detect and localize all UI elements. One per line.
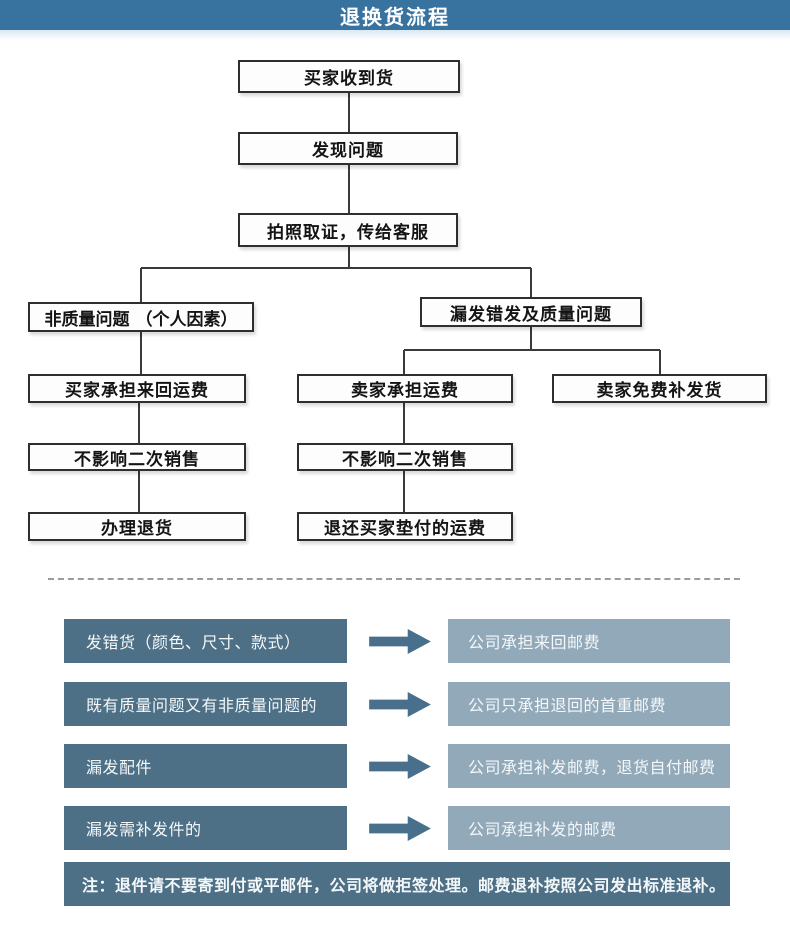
- header-fade: [0, 30, 790, 40]
- page-title: 退换货流程: [340, 4, 450, 29]
- condition-box: 漏发配件: [64, 744, 347, 788]
- condition-box: 漏发需补发件的: [64, 806, 347, 850]
- result-box: 公司承担补发邮费，退货自付邮费: [448, 744, 730, 788]
- flow-node-refund-advanced-shipping: 退还买家垫付的运费: [297, 512, 513, 541]
- arrow-right-icon: [369, 753, 431, 780]
- result-box: 公司承担来回邮费: [448, 619, 730, 663]
- flow-node-seller-free-reship: 卖家免费补发货: [552, 374, 767, 403]
- flow-node-buyer-pays-shipping: 买家承担来回运费: [28, 374, 246, 403]
- flow-node-non-quality-issue: 非质量问题 （个人因素）: [28, 302, 254, 332]
- condition-box: 既有质量问题又有非质量问题的: [64, 682, 347, 726]
- arrow-right-icon: [369, 815, 431, 842]
- flow-node-process-return: 办理退货: [28, 512, 246, 541]
- result-box: 公司承担补发的邮费: [448, 806, 730, 850]
- policy-row: 漏发需补发件的 公司承担补发的邮费: [0, 806, 790, 850]
- flow-node-missing-wrong-quality: 漏发错发及质量问题: [420, 297, 642, 327]
- condition-box: 发错货（颜色、尺寸、款式）: [64, 619, 347, 663]
- flow-node-no-resale-impact-mid: 不影响二次销售: [297, 443, 513, 471]
- policy-row: 发错货（颜色、尺寸、款式） 公司承担来回邮费: [0, 619, 790, 663]
- flow-node-buyer-receives: 买家收到货: [238, 60, 460, 93]
- arrow-right-icon: [369, 628, 431, 655]
- flow-node-photo-evidence: 拍照取证，传给客服: [238, 213, 458, 247]
- title-bar: 退换货流程: [0, 0, 790, 30]
- flow-node-find-problem: 发现问题: [238, 132, 458, 165]
- flow-node-no-resale-impact-left: 不影响二次销售: [28, 443, 246, 471]
- policy-row: 漏发配件 公司承担补发邮费，退货自付邮费: [0, 744, 790, 788]
- policy-row: 既有质量问题又有非质量问题的 公司只承担退回的首重邮费: [0, 682, 790, 726]
- arrow-right-icon: [369, 691, 431, 718]
- note-bar: 注：退件请不要寄到付或平邮件，公司将做拒签处理。邮费退补按照公司发出标准退补。: [64, 862, 730, 906]
- dashed-divider: [48, 578, 740, 580]
- result-box: 公司只承担退回的首重邮费: [448, 682, 730, 726]
- flow-node-seller-pays-shipping: 卖家承担运费: [297, 374, 513, 403]
